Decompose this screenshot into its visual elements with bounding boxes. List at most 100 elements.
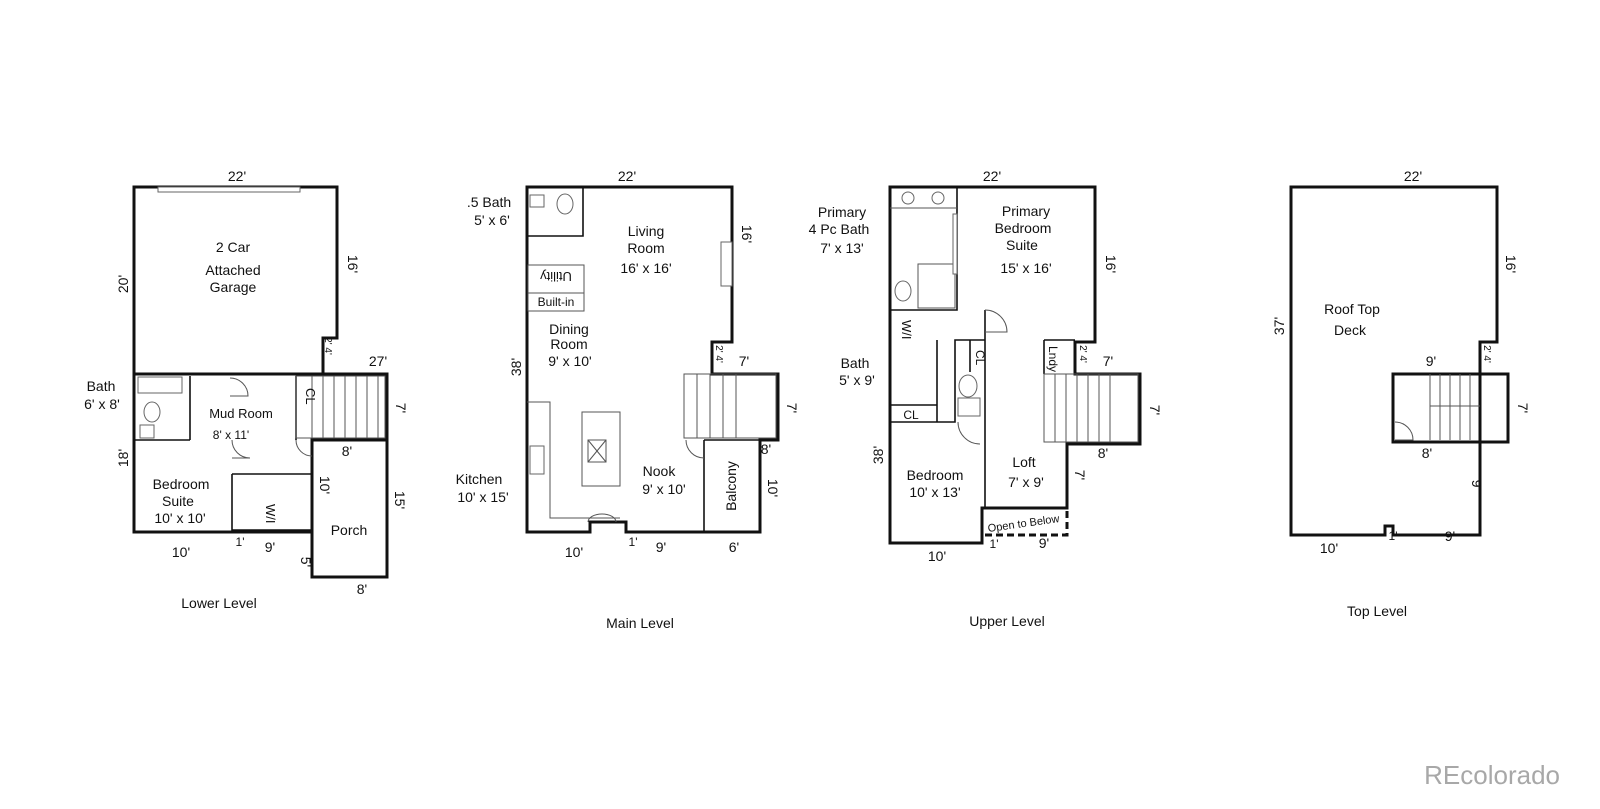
dimension-label: 22' [983, 168, 1001, 184]
level-caption: Lower Level [181, 595, 257, 611]
roof-deck-label: Roof Top [1324, 301, 1380, 317]
dimension-label: 10' [317, 476, 333, 494]
balcony-label: Balcony [723, 461, 739, 511]
dimension-label: 20' [115, 275, 131, 293]
primary-bath-label: Primary [818, 204, 866, 220]
dimension-label: 7' [1103, 353, 1113, 369]
dimension-label: 18' [115, 449, 131, 467]
dimension-label: 10' [765, 479, 781, 497]
half-bath-dimensions: 5' x 6' [474, 212, 510, 228]
dimension-label: 6' [729, 539, 739, 555]
loft-dimensions: 7' x 9' [1008, 474, 1044, 490]
main-level-plan: .5 Bath 5' x 6' Living Room 16' x 16' Ut… [456, 168, 800, 631]
dimension-label: 9' [265, 539, 275, 555]
level-caption: Top Level [1347, 603, 1407, 619]
dimension-label: 2' 4' [1077, 345, 1088, 363]
dimension-label: 16' [345, 255, 361, 273]
dimension-label: 9' [656, 539, 666, 555]
dimension-label: 10' [172, 544, 190, 560]
dimension-label: 8' [1422, 445, 1432, 461]
dimension-label: 22' [1404, 168, 1422, 184]
living-room-label: Room [627, 240, 664, 256]
dimension-label: 8' [761, 441, 771, 457]
dimension-label: 1' [990, 537, 999, 551]
dimension-label: 38' [870, 446, 886, 464]
dimension-label: 9' [1426, 353, 1436, 369]
bedroom-label: Bedroom [153, 476, 210, 492]
kitchen-dimensions: 10' x 15' [457, 489, 508, 505]
dimension-label: 10' [928, 548, 946, 564]
built-in-label: Built-in [538, 295, 575, 309]
garage-label: 2 Car [216, 239, 251, 255]
dimension-label: 7' [784, 403, 800, 413]
dimension-label: 8' [357, 581, 367, 597]
dimension-label: 9' [1039, 535, 1049, 551]
bath-label: Bath [841, 355, 870, 371]
dimension-label: 38' [508, 358, 524, 376]
bedroom-dimensions: 10' x 10' [154, 510, 205, 526]
dimension-label: 22' [618, 168, 636, 184]
dimension-label: 7' [393, 403, 409, 413]
dimension-label: 2' 4' [322, 337, 333, 355]
loft-label: Loft [1012, 454, 1035, 470]
porch-label: Porch [331, 522, 368, 538]
dimension-label: 7' [1072, 470, 1088, 480]
watermark-logo: REcolorado [1424, 760, 1560, 790]
closet-label: CL [973, 350, 987, 366]
nook-label: Nook [643, 463, 677, 479]
bedroom-label: Bedroom [907, 467, 964, 483]
dimension-label: 37' [1271, 317, 1287, 335]
dimension-label: 16' [1103, 255, 1119, 273]
roof-deck-label: Deck [1334, 322, 1367, 338]
dimension-label: 15' [392, 491, 408, 509]
bath-dimensions: 6' x 8' [84, 396, 120, 412]
living-room-dimensions: 16' x 16' [620, 260, 671, 276]
primary-bath-label: 4 Pc Bath [809, 221, 870, 237]
dimension-label: 8' [1098, 445, 1108, 461]
mud-room-dimensions: 8' x 11' [213, 428, 249, 442]
dining-room-label: Dining [549, 321, 589, 337]
closet-label: CL [303, 388, 318, 405]
dimension-label: 1' [1389, 529, 1398, 543]
dimension-label: 2' 4' [1481, 345, 1492, 363]
dimension-label: 1' [629, 535, 638, 549]
dimension-label: 16' [1503, 255, 1519, 273]
mud-room-label: Mud Room [209, 406, 273, 421]
kitchen-label: Kitchen [456, 471, 503, 487]
closet-label: CL [903, 408, 919, 422]
walk-in-closet-label: W/I [263, 504, 278, 524]
dimension-label: 27' [369, 353, 387, 369]
walk-in-closet-label: W/I [899, 320, 914, 340]
dimension-label: 16' [739, 225, 755, 243]
bedroom-dimensions: 10' x 13' [909, 484, 960, 500]
bath-dimensions: 5' x 9' [839, 372, 875, 388]
top-level-plan: Roof Top Deck 22' 37' 16' 9' 2' 4' 7' 8'… [1271, 168, 1531, 619]
primary-bedroom-label: Suite [1006, 237, 1038, 253]
laundry-label: Lndy [1046, 346, 1060, 372]
dining-room-label: Room [550, 336, 587, 352]
garage-label: Garage [210, 279, 257, 295]
dimension-label: 2' 4' [713, 345, 724, 363]
dimension-label: 5' [298, 557, 314, 567]
dimension-label: 22' [228, 168, 246, 184]
dimension-label: 10' [565, 544, 583, 560]
dimension-label: 10' [1320, 540, 1338, 556]
upper-level-plan: Primary 4 Pc Bath 7' x 13' Primary Bedro… [809, 168, 1163, 629]
utility-label: Utility [540, 269, 572, 284]
level-caption: Main Level [606, 615, 674, 631]
nook-dimensions: 9' x 10' [642, 481, 685, 497]
garage-label: Attached [205, 262, 260, 278]
dimension-label: 7' [1147, 405, 1163, 415]
dimension-label: 9' [1445, 528, 1455, 544]
dimension-label: 8' [342, 443, 352, 459]
primary-bedroom-label: Bedroom [995, 220, 1052, 236]
dimension-label: 7' [739, 353, 749, 369]
living-room-label: Living [628, 223, 665, 239]
half-bath-label: .5 Bath [467, 194, 511, 210]
dining-room-dimensions: 9' x 10' [548, 353, 591, 369]
lower-level-plan: 2 Car Attached Garage Bath 6' x 8' Mud R… [84, 168, 409, 611]
primary-bedroom-label: Primary [1002, 203, 1050, 219]
open-to-below-label: Open to Below [987, 513, 1060, 535]
primary-bedroom-dimensions: 15' x 16' [1000, 260, 1051, 276]
